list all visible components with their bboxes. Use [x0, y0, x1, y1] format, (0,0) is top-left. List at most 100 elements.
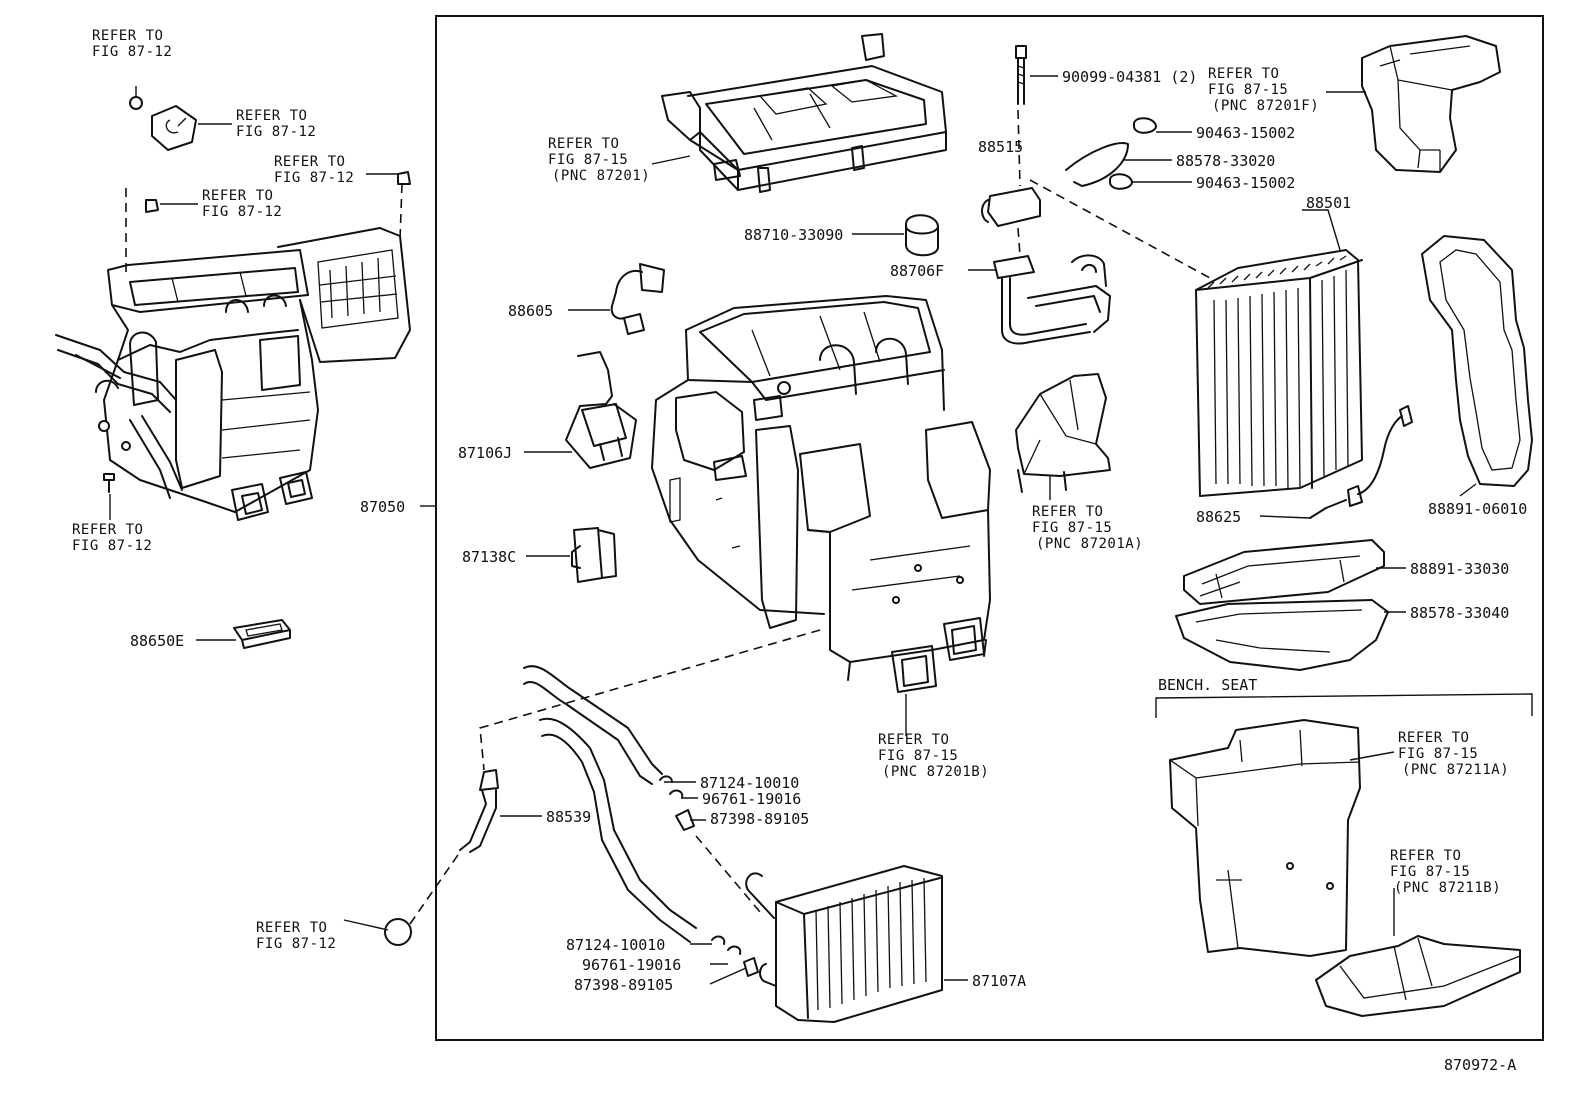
label-seal: 88891-06010 — [1428, 500, 1527, 518]
duct-87211B-drawing — [1315, 935, 1521, 1017]
label-clamp-bottom: 90463-15002 — [1196, 174, 1295, 192]
hose-88539-drawing — [459, 769, 499, 853]
tube-88706F-drawing — [993, 255, 1091, 345]
service-cover — [151, 105, 197, 151]
ref-note-11: REFER TO FIG 87-15 (PNC 87211A) — [1398, 730, 1509, 778]
heater-core-87107A-drawing — [745, 865, 943, 1023]
ref-note-10: REFER TO FIG 87-15 (PNC 87201B) — [878, 732, 989, 780]
svg-text:FIG 87-12: FIG 87-12 — [274, 170, 354, 186]
plug-88710-drawing — [905, 214, 939, 257]
bench-seat-bracket — [1155, 693, 1533, 718]
screw-left — [145, 199, 159, 213]
svg-text:(PNC 87211A): (PNC 87211A) — [1402, 762, 1509, 778]
evaporator-88501-drawing — [1195, 249, 1363, 497]
svg-text:REFER TO: REFER TO — [236, 108, 307, 124]
label-main-assembly: 87050 — [360, 498, 405, 516]
guide-left-2 — [399, 183, 403, 241]
case-upper-drawing — [1183, 539, 1385, 605]
label-heater-core: 87107A — [972, 972, 1026, 990]
label-bolt: 90099-04381 (2) — [1062, 68, 1197, 86]
seal-88891-06010-drawing — [1421, 235, 1533, 487]
ref-note-7: REFER TO FIG 87-15 (PNC 87201) — [548, 136, 650, 184]
label-ring-top-b: 96761-19016 — [702, 790, 801, 808]
svg-text:REFER TO: REFER TO — [1208, 66, 1279, 82]
label-hose-bot-a: 87124-10010 — [566, 936, 665, 954]
svg-text:(PNC 87201F): (PNC 87201F) — [1212, 98, 1319, 114]
svg-text:FIG 87-12: FIG 87-12 — [202, 204, 282, 220]
svg-text:REFER TO: REFER TO — [878, 732, 949, 748]
label-connector: 88650E — [130, 632, 184, 650]
label-case-upper: 88891-33030 — [1410, 560, 1509, 578]
clamp-bottom-drawing — [1109, 173, 1133, 190]
svg-text:FIG 87-15: FIG 87-15 — [1208, 82, 1288, 98]
valve-88515-drawing — [981, 187, 1041, 227]
ref-note-1: REFER TO FIG 87-12 — [92, 28, 172, 60]
svg-text:FIG 87-12: FIG 87-12 — [72, 538, 152, 554]
label-evaporator: 88501 — [1306, 194, 1351, 212]
thermistor-88625-drawing — [1309, 405, 1413, 519]
label-clip-top-c: 87398-89105 — [710, 810, 809, 828]
svg-text:REFER TO: REFER TO — [72, 522, 143, 538]
svg-text:FIG 87-12: FIG 87-12 — [256, 936, 336, 952]
label-servo: 87106J — [458, 444, 512, 462]
leader-lines — [109, 75, 1477, 985]
duct-87201A-drawing — [1015, 373, 1111, 477]
diagram-id: 870972-A — [1444, 1056, 1516, 1074]
label-hose-top-a: 87124-10010 — [700, 774, 799, 792]
servo-87106J-drawing — [565, 351, 637, 469]
svg-text:FIG 87-15: FIG 87-15 — [878, 748, 958, 764]
duct-87201F-drawing — [1361, 35, 1501, 173]
svg-text:(PNC 87201): (PNC 87201) — [552, 168, 650, 184]
bolt-lower — [103, 473, 115, 493]
svg-text:(PNC 87211B): (PNC 87211B) — [1394, 880, 1501, 896]
svg-text:REFER TO: REFER TO — [1032, 504, 1103, 520]
ring-top-drawing — [659, 775, 695, 831]
label-case-lower: 88578-33040 — [1410, 604, 1509, 622]
cover-88578-33020-drawing — [1065, 142, 1129, 187]
guide-drain — [479, 629, 821, 771]
svg-text:(PNC 87201A): (PNC 87201A) — [1036, 536, 1143, 552]
label-thermistor-plug: 88710-33090 — [744, 226, 843, 244]
svg-text:REFER TO: REFER TO — [274, 154, 345, 170]
label-clip-bot-c: 87398-89105 — [574, 976, 673, 994]
ref-note-4: REFER TO FIG 87-12 — [202, 188, 282, 220]
heater-case-drawing — [651, 295, 991, 693]
svg-text:FIG 87-15: FIG 87-15 — [548, 152, 628, 168]
ref-note-3: REFER TO FIG 87-12 — [274, 154, 354, 186]
svg-text:FIG 87-15: FIG 87-15 — [1390, 864, 1470, 880]
label-thermistor: 88625 — [1196, 508, 1241, 526]
connector-88650E-drawing — [233, 619, 291, 649]
svg-text:REFER TO: REFER TO — [548, 136, 619, 152]
label-resistor: 87138C — [462, 548, 516, 566]
ref-note-6: REFER TO FIG 87-12 — [256, 920, 336, 952]
hose-lower-drawing — [539, 717, 697, 943]
svg-text:FIG 87-12: FIG 87-12 — [92, 44, 172, 60]
svg-text:REFER TO: REFER TO — [1398, 730, 1469, 746]
guide-valve-evap — [1017, 109, 1211, 279]
case-lower-drawing — [1175, 599, 1389, 671]
label-cover-33020: 88578-33020 — [1176, 152, 1275, 170]
hose-upper-drawing — [523, 665, 663, 785]
label-expansion-valve: 88515 — [978, 138, 1023, 156]
svg-text:REFER TO: REFER TO — [256, 920, 327, 936]
svg-text:FIG 87-12: FIG 87-12 — [236, 124, 316, 140]
label-tube-fitting: 88706F — [890, 262, 944, 280]
svg-text:FIG 87-15: FIG 87-15 — [1032, 520, 1112, 536]
ring-bot-drawing — [711, 935, 759, 977]
air-inlet-housing-drawing — [661, 33, 947, 193]
heater-unit-assembly-drawing — [55, 227, 411, 521]
ref-note-2: REFER TO FIG 87-12 — [236, 108, 316, 140]
label-hose-drain: 88539 — [546, 808, 591, 826]
screw-right — [397, 171, 411, 185]
label-ring-bot-b: 96761-19016 — [582, 956, 681, 974]
resistor-87138C-drawing — [571, 527, 617, 583]
label-harness: 88605 — [508, 302, 553, 320]
assembly-frame — [435, 15, 1544, 1041]
grommet-small — [129, 96, 143, 110]
bolt-drawing — [1015, 45, 1027, 105]
duct-87211A-drawing — [1169, 719, 1361, 957]
svg-text:FIG 87-15: FIG 87-15 — [1398, 746, 1478, 762]
guide-heater-core — [695, 835, 761, 913]
svg-text:REFER TO: REFER TO — [202, 188, 273, 204]
